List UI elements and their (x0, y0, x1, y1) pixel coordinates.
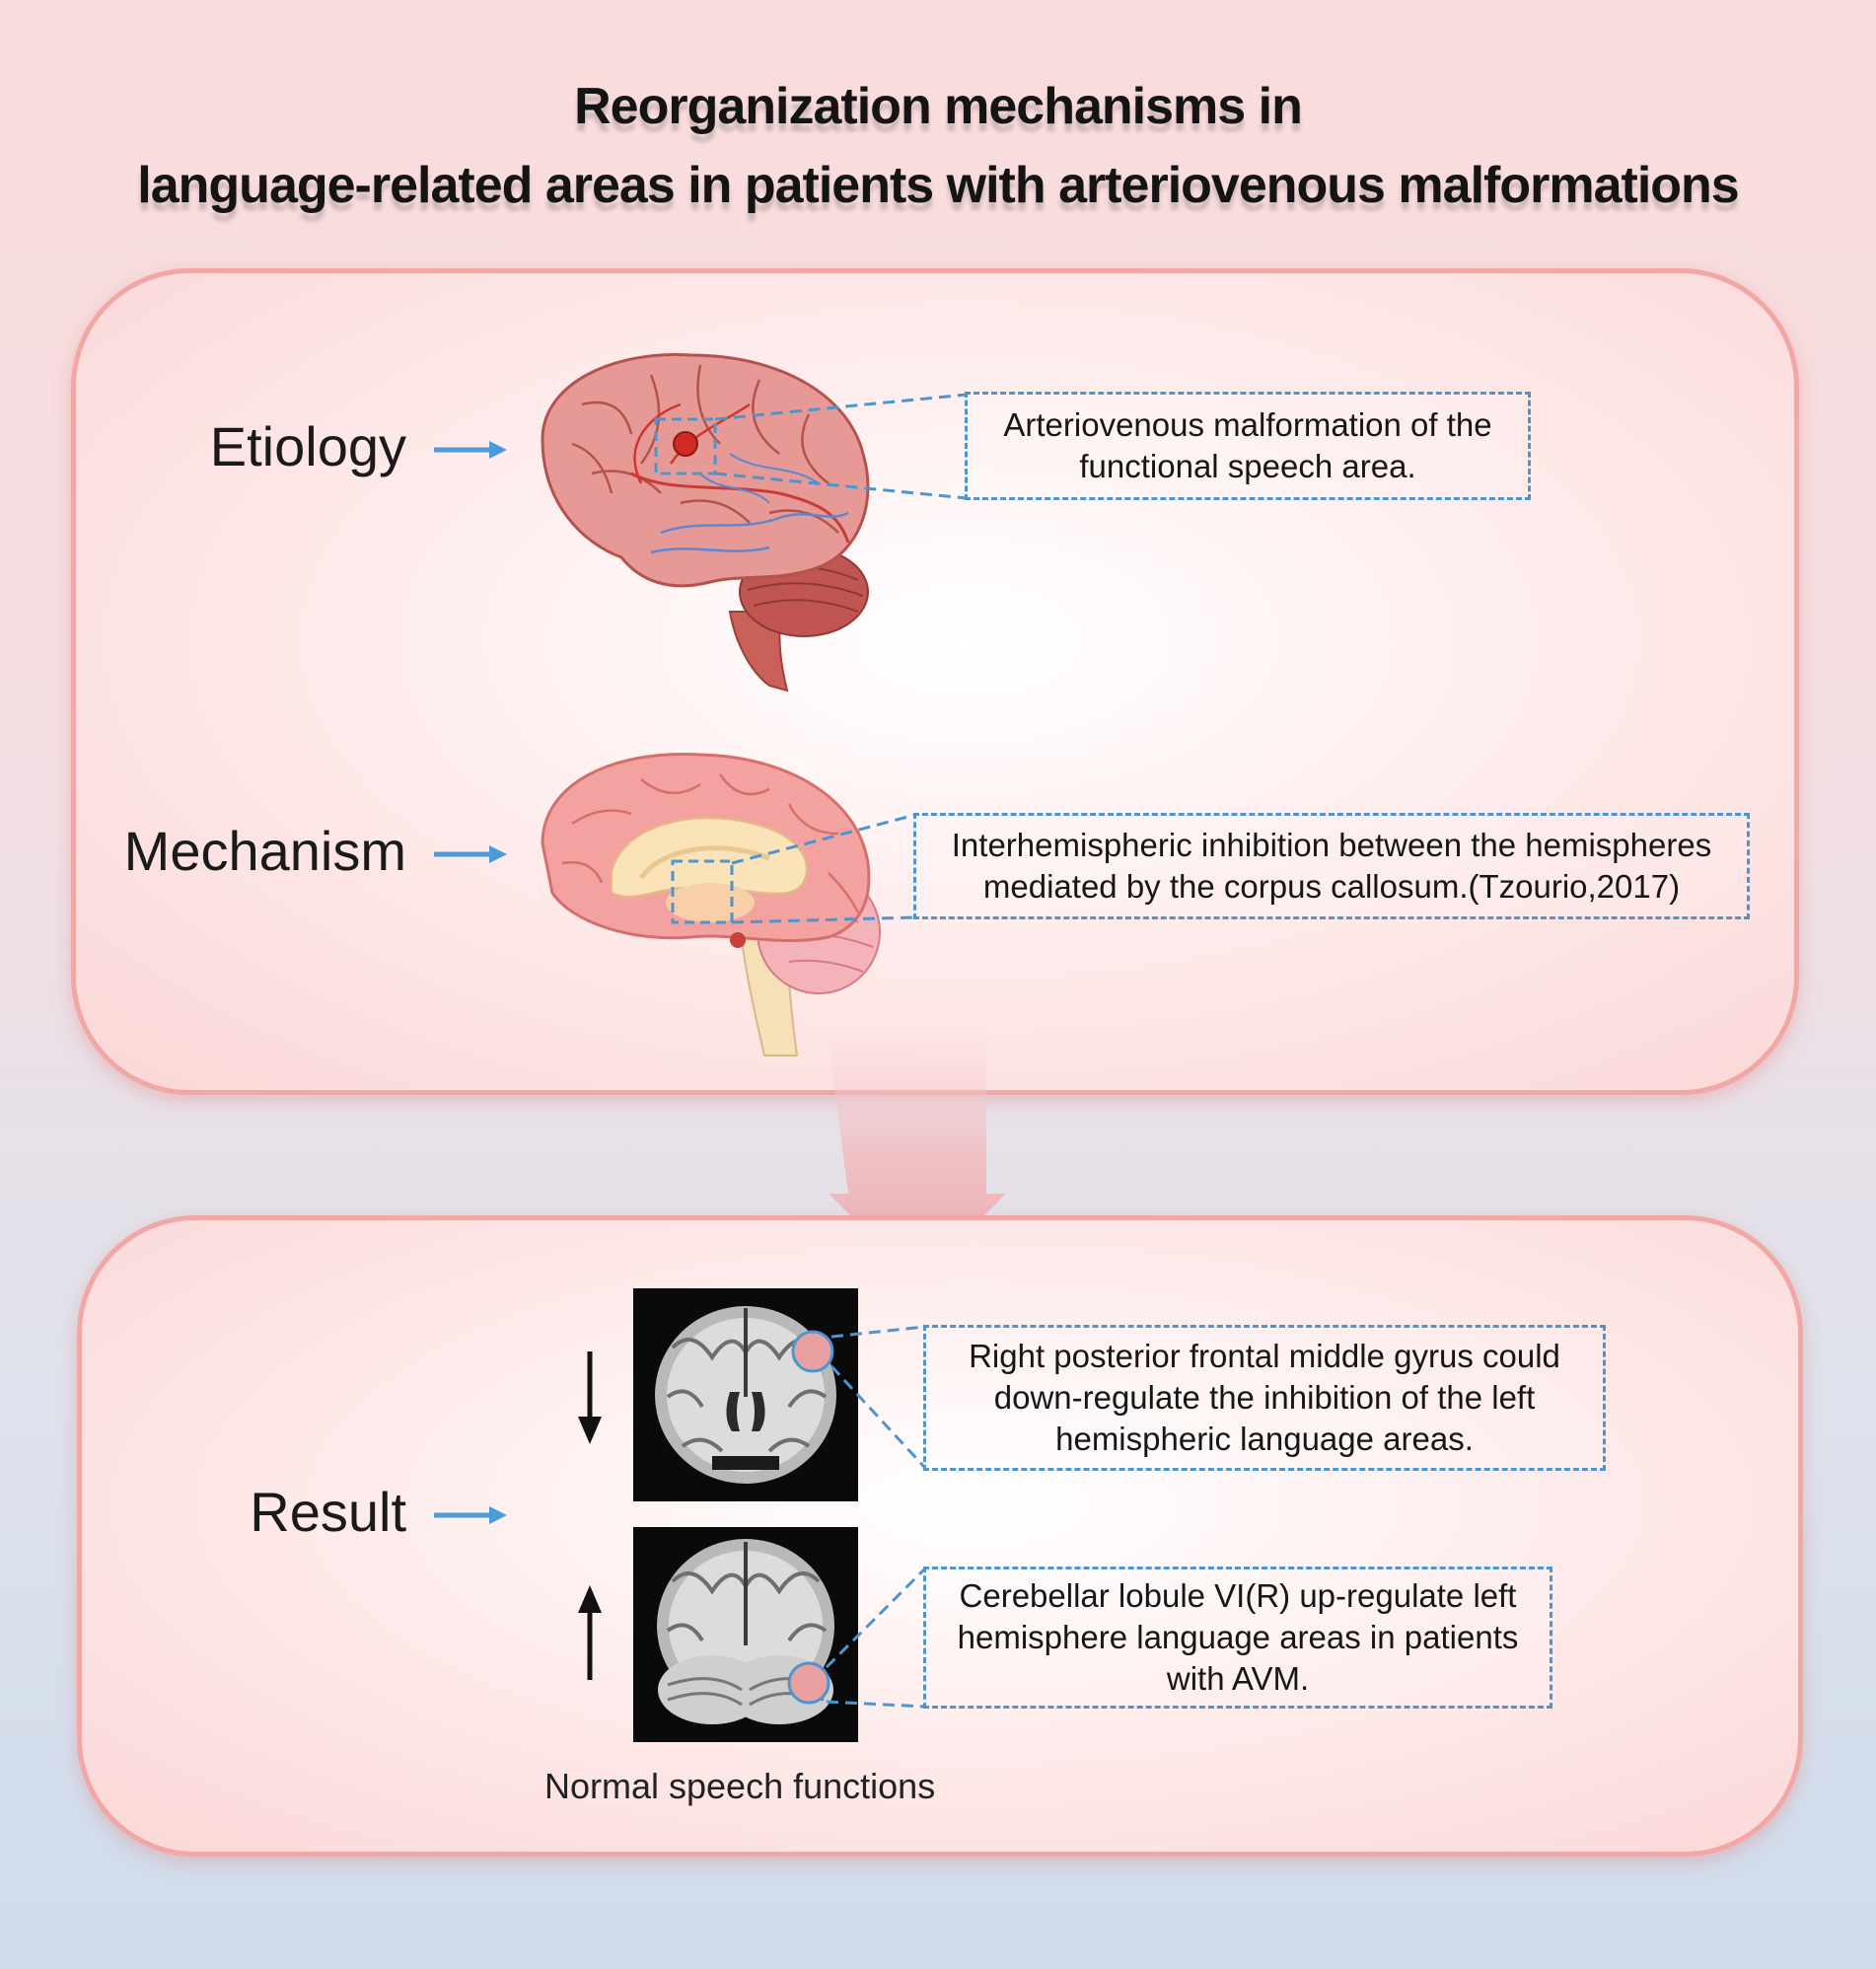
lateral-brain-illustration (541, 353, 870, 693)
down-arrow-icon (578, 1351, 602, 1444)
bottom-panel (77, 1215, 1803, 1857)
up-arrow-icon (578, 1585, 602, 1680)
top-panel (71, 268, 1799, 1095)
title-line-1: Reorganization mechanisms in (574, 78, 1303, 135)
mri-coronal-cerebellar-image (633, 1527, 858, 1742)
result-description-box-2: Cerebellar lobule VI(R) up-regulate left… (923, 1567, 1552, 1709)
result-label: Result (250, 1481, 406, 1543)
right-arrow-icon (434, 1506, 507, 1524)
mechanism-label: Mechanism (123, 820, 406, 882)
mechanism-description-box: Interhemispheric inhibition between the … (913, 813, 1750, 919)
mri-coronal-frontal-image (633, 1288, 858, 1501)
sagittal-brain-illustration (541, 753, 881, 1057)
normal-speech-caption: Normal speech functions (544, 1766, 936, 1806)
right-arrow-icon (434, 845, 507, 863)
title-line-2: language-related areas in patients with … (137, 157, 1739, 214)
right-arrow-icon (434, 441, 507, 459)
result-description-box-1: Right posterior frontal middle gyrus cou… (923, 1325, 1606, 1471)
etiology-label: Etiology (209, 415, 406, 477)
etiology-description-box: Arteriovenous malformation of the functi… (965, 392, 1531, 500)
